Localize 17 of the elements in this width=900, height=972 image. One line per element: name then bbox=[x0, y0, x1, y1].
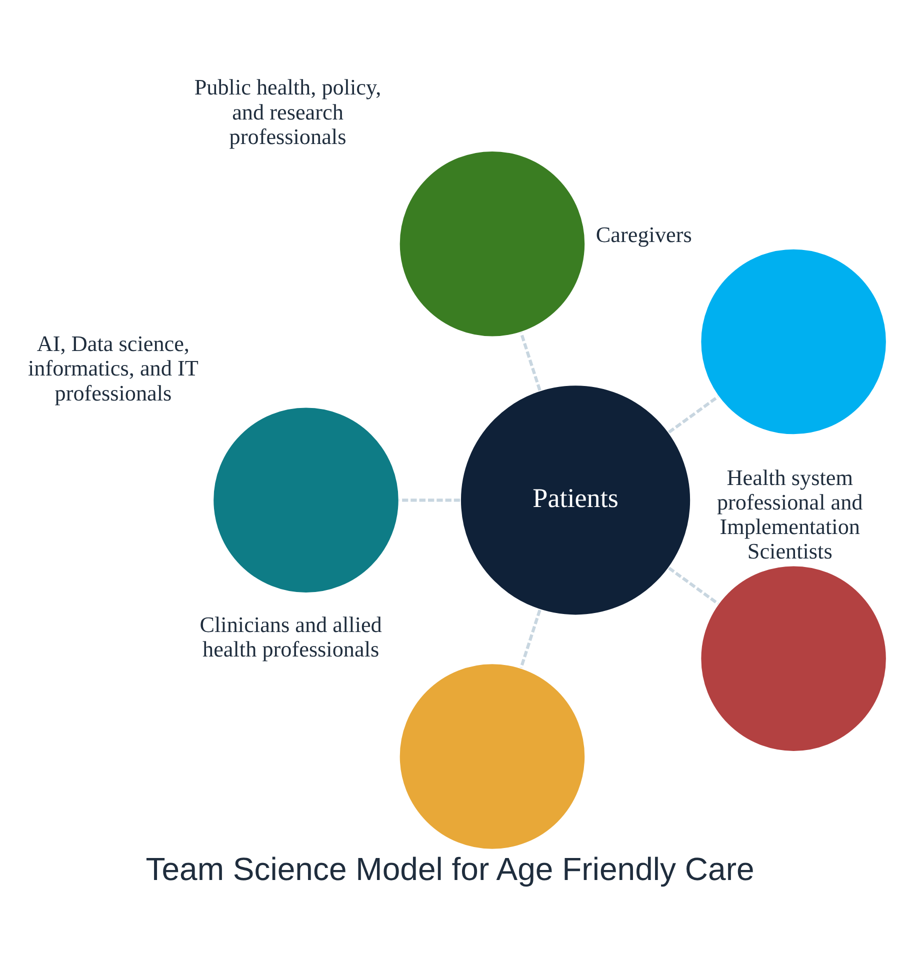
connector bbox=[520, 610, 542, 668]
node-label: AI, Data science, informatics, and IT professionals bbox=[28, 330, 198, 406]
connector bbox=[520, 332, 542, 391]
node-label: Public health, policy, and research professionals bbox=[194, 74, 382, 149]
diagram-title: Team Science Model for Age Friendly Care bbox=[146, 851, 754, 888]
node-label: Clinicians and allied health professionals bbox=[200, 612, 382, 662]
node-circle: Patients bbox=[460, 384, 692, 616]
connector bbox=[668, 395, 719, 434]
node-circle bbox=[212, 406, 400, 594]
node-circle bbox=[700, 564, 888, 752]
connector bbox=[668, 566, 719, 605]
node-label: Health system professional and Implementation Scientists bbox=[716, 464, 863, 564]
node-circle bbox=[700, 248, 888, 436]
node-circle bbox=[398, 150, 586, 338]
node-circle bbox=[398, 662, 586, 850]
node-label: Caregivers bbox=[596, 222, 692, 247]
connector bbox=[399, 498, 460, 502]
